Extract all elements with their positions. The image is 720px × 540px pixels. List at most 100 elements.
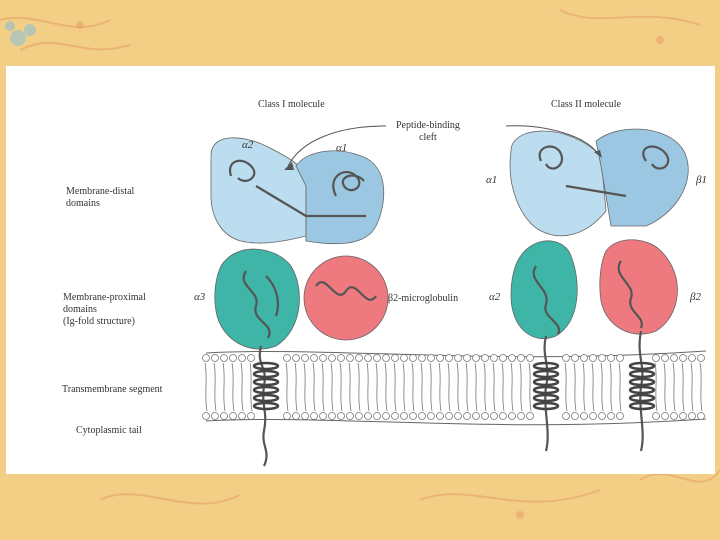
- lipid-head: [455, 413, 462, 420]
- lipid-tail: [331, 363, 333, 411]
- lipid-tail: [304, 363, 306, 411]
- lipid-tail: [367, 363, 369, 411]
- lipid-head: [599, 355, 606, 362]
- lipid-tail: [286, 363, 288, 411]
- lipid-tail: [574, 363, 576, 411]
- lipid-tail: [340, 363, 342, 411]
- lipid-head: [383, 355, 390, 362]
- lipid-head: [284, 413, 291, 420]
- lipid-tail: [520, 363, 522, 411]
- lipid-head: [653, 355, 660, 362]
- class2-a2-label: α2: [489, 291, 500, 303]
- lipid-head: [500, 413, 507, 420]
- lipid-head: [509, 413, 516, 420]
- b2m-label: β2-microglobulin: [388, 293, 458, 305]
- lipid-head: [698, 413, 705, 420]
- lipid-head: [671, 413, 678, 420]
- lipid-head: [230, 413, 237, 420]
- lipid-tail: [430, 363, 432, 411]
- lipid-tail: [682, 363, 684, 411]
- lipid-tail: [403, 363, 405, 411]
- lipid-tail: [673, 363, 675, 411]
- lipid-head: [518, 413, 525, 420]
- lipid-head: [455, 355, 462, 362]
- lipid-head: [680, 355, 687, 362]
- lipid-head: [599, 413, 606, 420]
- lipid-head: [590, 413, 597, 420]
- lipid-head: [590, 355, 597, 362]
- class1-title: Class I molecule: [258, 99, 325, 111]
- class1-a3-label: α3: [194, 291, 205, 303]
- lipid-tail: [565, 363, 567, 411]
- cytoplasmic-label: Cytoplasmic tail: [76, 425, 142, 437]
- lipid-tail: [448, 363, 450, 411]
- lipid-head: [410, 413, 417, 420]
- lipid-head: [302, 355, 309, 362]
- lipid-head: [608, 355, 615, 362]
- mhc-diagram: [6, 66, 715, 474]
- lipid-tail: [664, 363, 666, 411]
- class2-b1-label: β1: [696, 174, 707, 186]
- lipid-tail: [295, 363, 297, 411]
- lipid-tail: [493, 363, 495, 411]
- lipid-head: [239, 355, 246, 362]
- lipid-head: [356, 413, 363, 420]
- lipid-head: [329, 355, 336, 362]
- lipid-head: [482, 355, 489, 362]
- lipid-tail: [700, 363, 702, 411]
- lipid-head: [437, 355, 444, 362]
- lipid-head: [302, 413, 309, 420]
- lipid-head: [212, 355, 219, 362]
- lipid-tail: [601, 363, 603, 411]
- lipid-head: [338, 413, 345, 420]
- lipid-tail: [322, 363, 324, 411]
- lipid-head: [248, 413, 255, 420]
- lipid-head: [221, 413, 228, 420]
- lipid-head: [392, 355, 399, 362]
- lipid-head: [401, 355, 408, 362]
- lipid-head: [563, 355, 570, 362]
- lipid-tail: [241, 363, 243, 411]
- lipid-head: [374, 355, 381, 362]
- lipid-tail: [250, 363, 252, 411]
- lipid-head: [419, 413, 426, 420]
- lipid-head: [581, 355, 588, 362]
- lipid-head: [698, 355, 705, 362]
- lipid-head: [473, 413, 480, 420]
- lipid-head: [383, 413, 390, 420]
- lipid-head: [203, 355, 210, 362]
- lipid-head: [527, 413, 534, 420]
- lipid-head: [311, 355, 318, 362]
- lipid-head: [248, 355, 255, 362]
- lipid-head: [347, 413, 354, 420]
- lipid-head: [356, 355, 363, 362]
- lipid-head: [221, 355, 228, 362]
- lipid-tail: [475, 363, 477, 411]
- lipid-head: [572, 413, 579, 420]
- lipid-head: [446, 355, 453, 362]
- lipid-head: [428, 355, 435, 362]
- lipid-head: [203, 413, 210, 420]
- lipid-head: [365, 355, 372, 362]
- lipid-head: [464, 413, 471, 420]
- lipid-head: [338, 355, 345, 362]
- lipid-head: [500, 355, 507, 362]
- lipid-tail: [529, 363, 531, 411]
- lipid-head: [392, 413, 399, 420]
- lipid-head: [662, 355, 669, 362]
- lipid-head: [572, 355, 579, 362]
- lipid-head: [365, 413, 372, 420]
- lipid-tail: [502, 363, 504, 411]
- lipid-head: [230, 355, 237, 362]
- figure-panel: Class I molecule Class II molecule Pepti…: [6, 66, 715, 474]
- class2-title: Class II molecule: [551, 99, 621, 111]
- lipid-head: [446, 413, 453, 420]
- lipid-head: [662, 413, 669, 420]
- class1-a1-domain: [296, 151, 384, 244]
- class2-a1-label: α1: [486, 174, 497, 186]
- lipid-head: [482, 413, 489, 420]
- class2-b2-domain: [600, 240, 678, 334]
- lipid-tail: [691, 363, 693, 411]
- membrane-distal-label: Membrane-distal domains: [66, 186, 134, 210]
- lipid-head: [464, 355, 471, 362]
